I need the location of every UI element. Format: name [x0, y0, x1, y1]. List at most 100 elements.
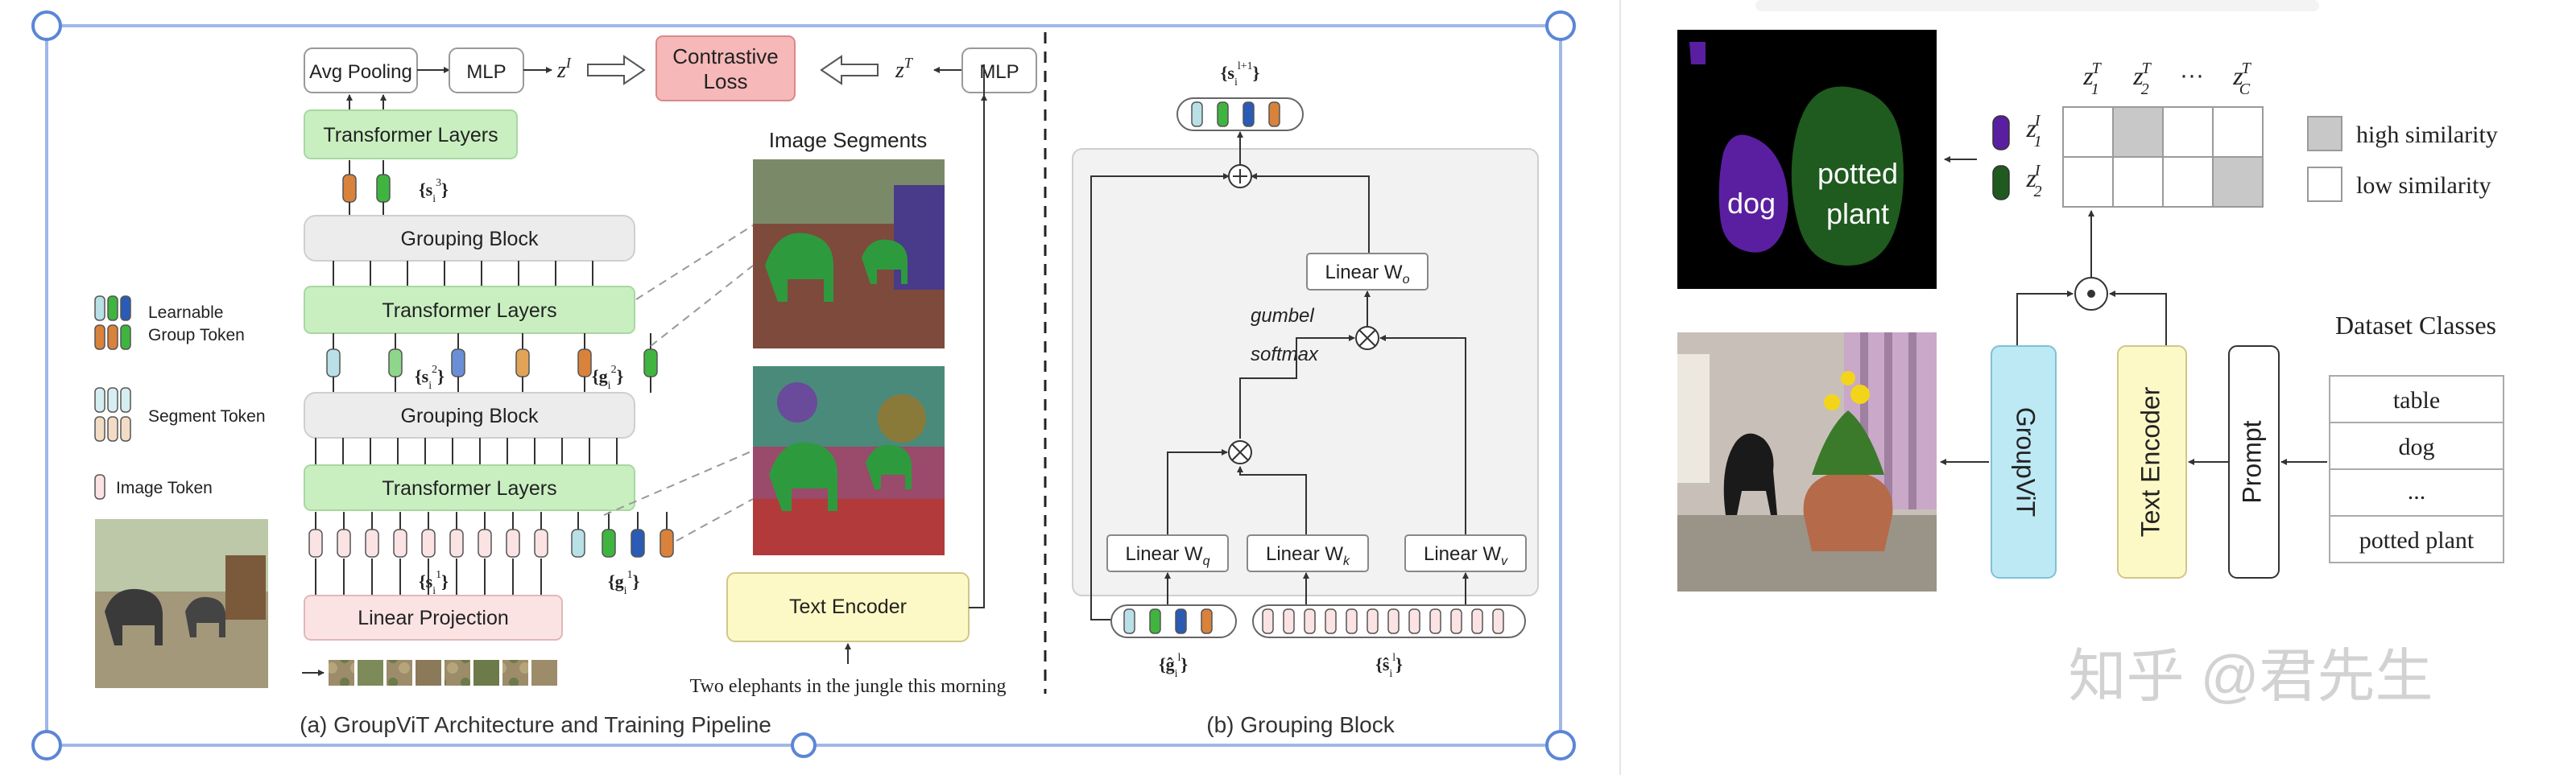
tokens-2: {si2} {gi2}: [326, 333, 658, 393]
dataset-classes-table: table dog ... potted plant: [2329, 375, 2504, 563]
column-ellipsis: ···: [2180, 62, 2204, 89]
tokens-1: {si1} {gi1}: [308, 512, 674, 597]
transformer-layers-2: [304, 286, 635, 334]
class-item: dog: [2399, 434, 2435, 460]
dog-segment-label: dog: [1727, 187, 1776, 220]
transformer-layers-1-label: Transformer Layers: [382, 477, 556, 500]
grouping-block-1-label: Grouping Block: [401, 405, 539, 427]
input-photo-dog-plant: [1677, 332, 1937, 592]
gumbel-label: gumbel: [1251, 305, 1314, 327]
resize-handle-br[interactable]: [1545, 730, 1576, 761]
class-item: table: [2393, 387, 2440, 414]
watermark: 知乎 @君先生: [2068, 645, 2433, 709]
similarity-legend: high similarity low similarity: [2307, 116, 2498, 202]
right-text-encoder-box: [2117, 345, 2187, 579]
high-similarity-label: high similarity: [2356, 122, 2498, 148]
potted-plant-label-line1: potted: [1817, 157, 1898, 190]
transformer-layers-3: [304, 109, 518, 159]
contrastive-loss-box: [655, 35, 796, 101]
resize-handle-tr[interactable]: [1545, 10, 1576, 41]
z-image-label: zI: [556, 55, 572, 83]
class-item: ...: [2408, 478, 2426, 505]
contrastive-label-line1: Contrastive: [672, 44, 779, 68]
prompt-box: [2228, 345, 2280, 579]
linear-projection-box: [304, 595, 563, 641]
dataset-classes-title: Dataset Classes: [2335, 311, 2496, 340]
segment-image-bottom: [753, 366, 945, 555]
transformer-layers-1: [304, 464, 635, 511]
grouping-block-2: [304, 215, 635, 262]
s-next-label: {sil+1}: [1221, 60, 1260, 89]
mlp-text-box: [961, 47, 1037, 93]
legend-segment-token: Segment Token: [148, 407, 266, 426]
z-text-label: zT: [895, 55, 914, 83]
groupvit-box: [1991, 345, 2057, 579]
s-hat-label: {ŝil}: [1375, 652, 1403, 680]
mlp-text-label: MLP: [979, 61, 1019, 83]
left-panel-frame: [31, 10, 1576, 761]
right-text-encoder-label: Text Encoder: [2136, 386, 2165, 537]
image-segments-title: Image Segments: [769, 128, 928, 152]
linear-wq-label: Linear Wq: [1126, 543, 1210, 568]
linear-wk-label: Linear Wk: [1266, 543, 1350, 568]
stage3: Transformer Layers {si3}: [304, 94, 518, 216]
hollow-arrow-right-icon: [587, 55, 646, 85]
token-legend: Learnable Group Token Segment Token Imag…: [94, 295, 266, 500]
softmax-label: softmax: [1251, 344, 1319, 365]
resize-handle-tl[interactable]: [31, 10, 62, 41]
s1-label: {si1}: [419, 569, 449, 597]
text-encoder-label: Text Encoder: [789, 596, 907, 618]
caption-a: (a) GroupViT Architecture and Training P…: [300, 712, 771, 737]
image-patches: [302, 660, 557, 686]
prompt-label: Prompt: [2237, 420, 2266, 503]
avg-pooling-label: Avg Pooling: [309, 61, 412, 83]
linear-wv-label: Linear Wv: [1424, 543, 1508, 568]
resize-handle-bl[interactable]: [31, 730, 62, 761]
linear-wo-label: Linear Wo: [1325, 262, 1410, 287]
connectors-1: [315, 438, 618, 465]
linear-wv-box: [1404, 534, 1527, 572]
connectors-2: [333, 261, 593, 287]
g1-label: {gi1}: [608, 569, 639, 597]
contrastive-label-line2: Loss: [704, 69, 748, 93]
g2-label: {gi2}: [592, 364, 623, 392]
grouping-block-2-label: Grouping Block: [401, 228, 539, 250]
segment-dashed-links: [603, 225, 754, 542]
g-hat-label: {ĝil}: [1159, 652, 1188, 680]
segment-token-orange: [342, 174, 357, 203]
legend-learnable-line2: Group Token: [148, 326, 245, 344]
linear-wq-box: [1106, 534, 1229, 572]
linear-wo-box: [1306, 253, 1429, 291]
caption-input-text: Two elephants in the jungle this morning: [690, 676, 1007, 697]
hollow-arrow-left-icon: [820, 55, 879, 85]
segment-image-top: [753, 159, 945, 348]
top-shadow-bar: [1755, 0, 2319, 11]
text-to-mlp-connector: [969, 64, 985, 608]
legend-image-token: Image Token: [116, 479, 213, 497]
caption-b: (b) Grouping Block: [1206, 712, 1395, 737]
segment-token-green: [376, 174, 391, 203]
linear-wk-box: [1247, 534, 1369, 572]
transformer-layers-3-label: Transformer Layers: [323, 124, 498, 146]
groupvit-label: GroupViT: [2012, 407, 2041, 517]
grouping-block-1: [304, 392, 635, 439]
segmentation-output: dog potted plant: [1677, 30, 1937, 289]
low-similarity-label: low similarity: [2356, 172, 2491, 199]
class-item: potted plant: [2359, 527, 2475, 554]
s3-label: {si3}: [419, 177, 449, 205]
resize-handle-bottom[interactable]: [791, 732, 817, 758]
s2-label: {si2}: [415, 364, 444, 392]
mlp-image-label: MLP: [466, 61, 506, 83]
grouping-block-detail: {sil+1} Linear Wo gumbel softmax Linear …: [1072, 60, 1539, 737]
legend-learnable-line1: Learnable: [148, 303, 223, 322]
top-row: Avg Pooling MLP zI Contrastive Loss zT M…: [304, 35, 1037, 101]
linear-projection-label: Linear Projection: [358, 607, 509, 629]
potted-plant-label-line2: plant: [1826, 197, 1889, 230]
